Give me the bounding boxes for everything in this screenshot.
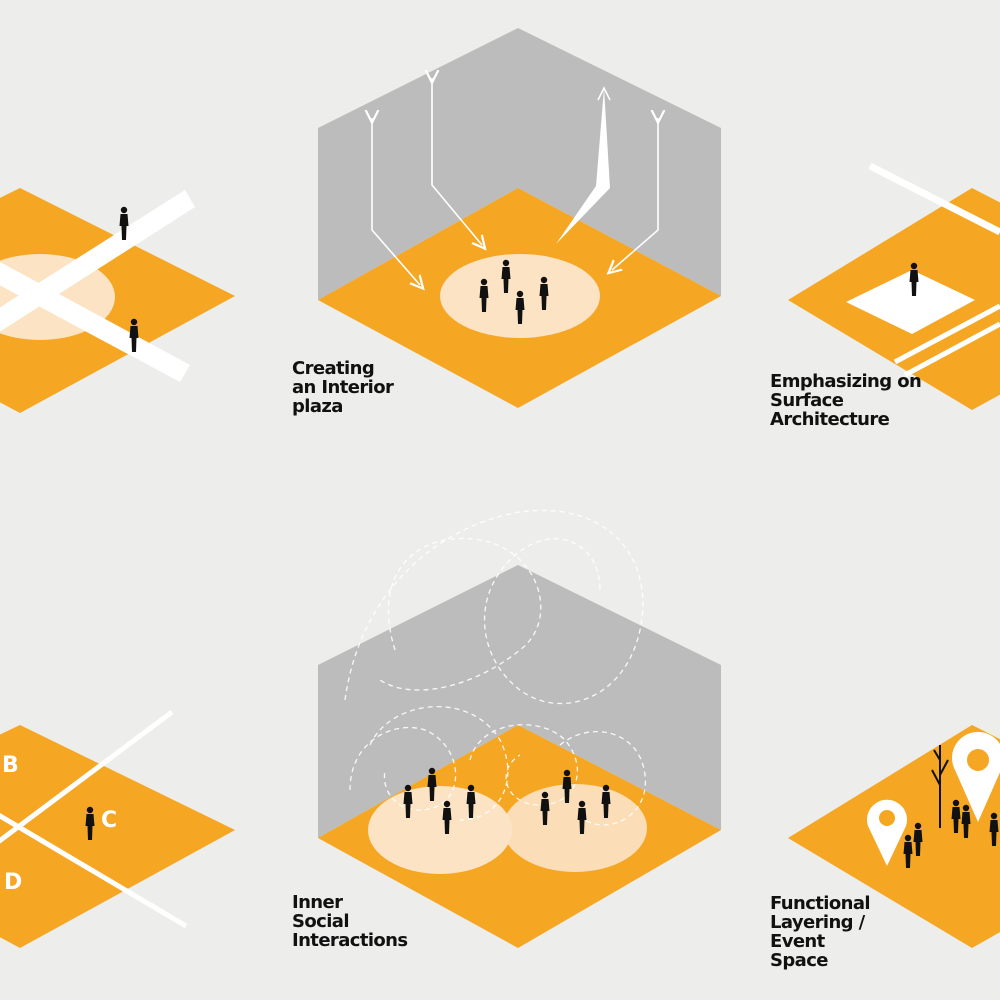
movement-loop <box>469 724 579 806</box>
caption-interior-plaza: Creating an Interior plaza <box>292 358 394 417</box>
caption-line: Creating <box>292 358 375 379</box>
ground-plane <box>0 188 235 413</box>
tree-icon <box>931 745 949 828</box>
caption-line: Interactions <box>292 930 408 951</box>
caption-event-space: Functional Layering / Event Space <box>770 893 871 971</box>
flow-arrow <box>432 78 482 245</box>
map-pin-icon <box>866 799 908 866</box>
caption-line: Functional <box>770 893 871 914</box>
caption-social-interactions: Inner Social Interactions <box>292 893 408 950</box>
caption-line: Social <box>292 911 349 932</box>
map-pin-icon <box>952 731 1000 822</box>
caption-line: Architecture <box>770 409 890 430</box>
flow-arrow <box>372 118 420 285</box>
ground-plane <box>0 725 235 948</box>
caption-line: plaza <box>292 396 343 417</box>
caption-line: Layering / <box>770 912 865 933</box>
movement-loop <box>559 731 646 826</box>
panel-social-interactions <box>318 509 721 948</box>
panel-zones <box>0 709 235 948</box>
panel-surface-architecture <box>788 162 1000 410</box>
path-line <box>903 321 1000 378</box>
panel-interior-plaza <box>318 28 721 408</box>
caption-line: Emphasizing on <box>770 371 922 392</box>
caption-line: Event <box>770 931 825 952</box>
surface-square <box>846 270 975 334</box>
zone-label-b: B <box>2 753 19 778</box>
flow-arrow <box>612 118 658 270</box>
movement-loop <box>369 706 509 821</box>
caption-line: Space <box>770 950 828 971</box>
movement-loop <box>344 509 644 705</box>
zone-label-d: D <box>4 870 23 895</box>
plaza-zone <box>368 786 512 874</box>
light-beam <box>556 88 610 244</box>
zone-label-c: C <box>101 808 118 833</box>
caption-line: an Interior <box>292 377 394 398</box>
gray-volume <box>318 565 721 838</box>
panel-crossing-paths <box>0 188 235 413</box>
caption-line: Inner <box>292 892 343 913</box>
path-line <box>0 813 188 929</box>
panel-event-space <box>788 725 1000 948</box>
movement-loop <box>349 726 457 811</box>
caption-line: Surface <box>770 390 844 411</box>
plaza-zone <box>503 784 647 872</box>
caption-surface-architecture: Emphasizing on Surface Architecture <box>770 371 922 430</box>
path-line <box>868 162 1000 236</box>
path-strip <box>0 262 190 382</box>
path-line <box>893 303 1000 365</box>
